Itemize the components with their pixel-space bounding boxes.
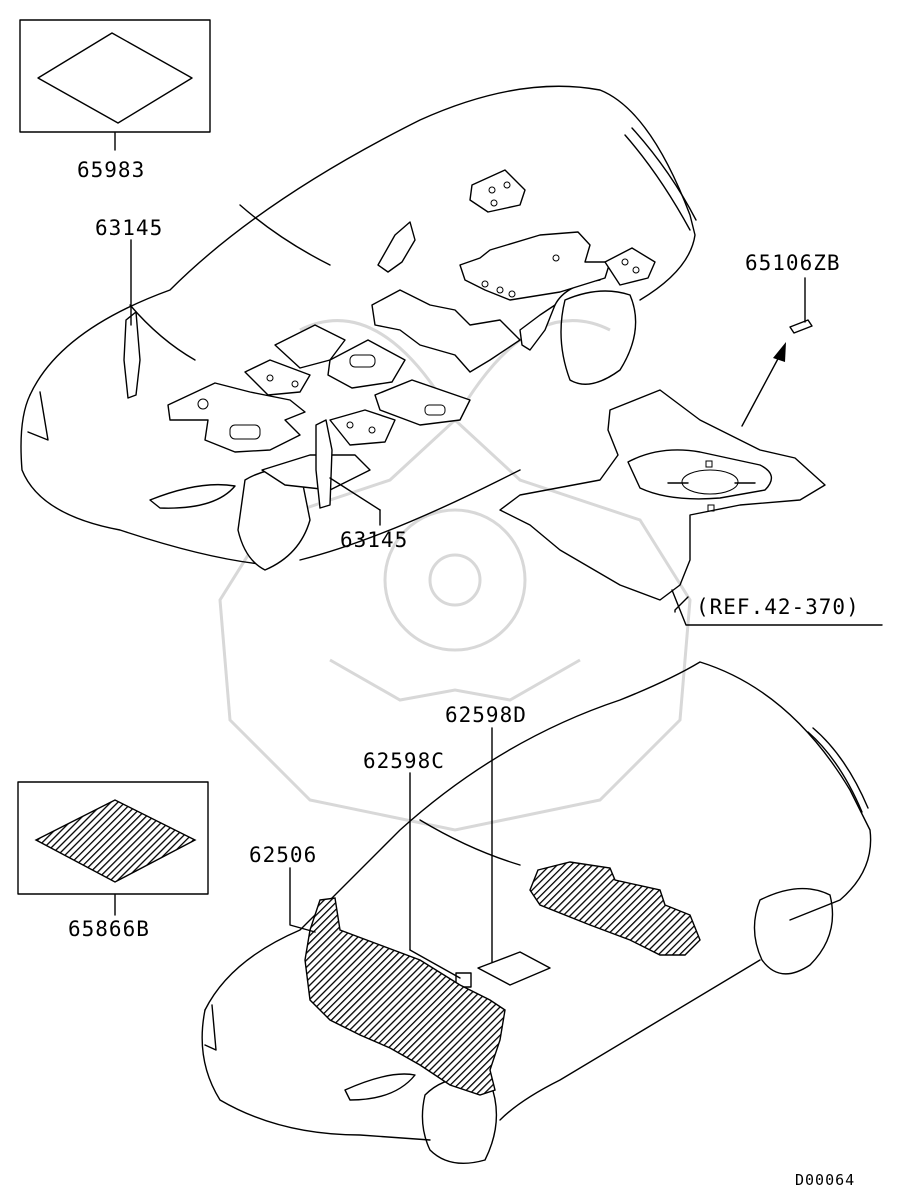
part-label-62598D: 62598D: [445, 703, 527, 727]
top-car-body: [20, 85, 697, 571]
inset-box-65983: [19, 19, 211, 133]
part-label-65983: 65983: [77, 158, 145, 182]
part-label-62506: 62506: [249, 843, 317, 867]
reference-label: (REF.42-370): [696, 595, 860, 619]
leader-lines: [114, 132, 883, 979]
bottom-car-body: [201, 661, 872, 1164]
inset-box-65866B: [17, 781, 209, 895]
floor-panel-reference: [499, 319, 826, 601]
floor-silencer-parts: [123, 169, 656, 509]
part-label-62598C: 62598C: [363, 749, 445, 773]
part-label-63145-bottom: 63145: [340, 528, 408, 552]
part-label-65106ZB: 65106ZB: [745, 251, 841, 275]
diagram-code: D00064: [795, 1171, 855, 1187]
part-label-63145-top: 63145: [95, 216, 163, 240]
part-label-65866B: 65866B: [68, 917, 150, 941]
